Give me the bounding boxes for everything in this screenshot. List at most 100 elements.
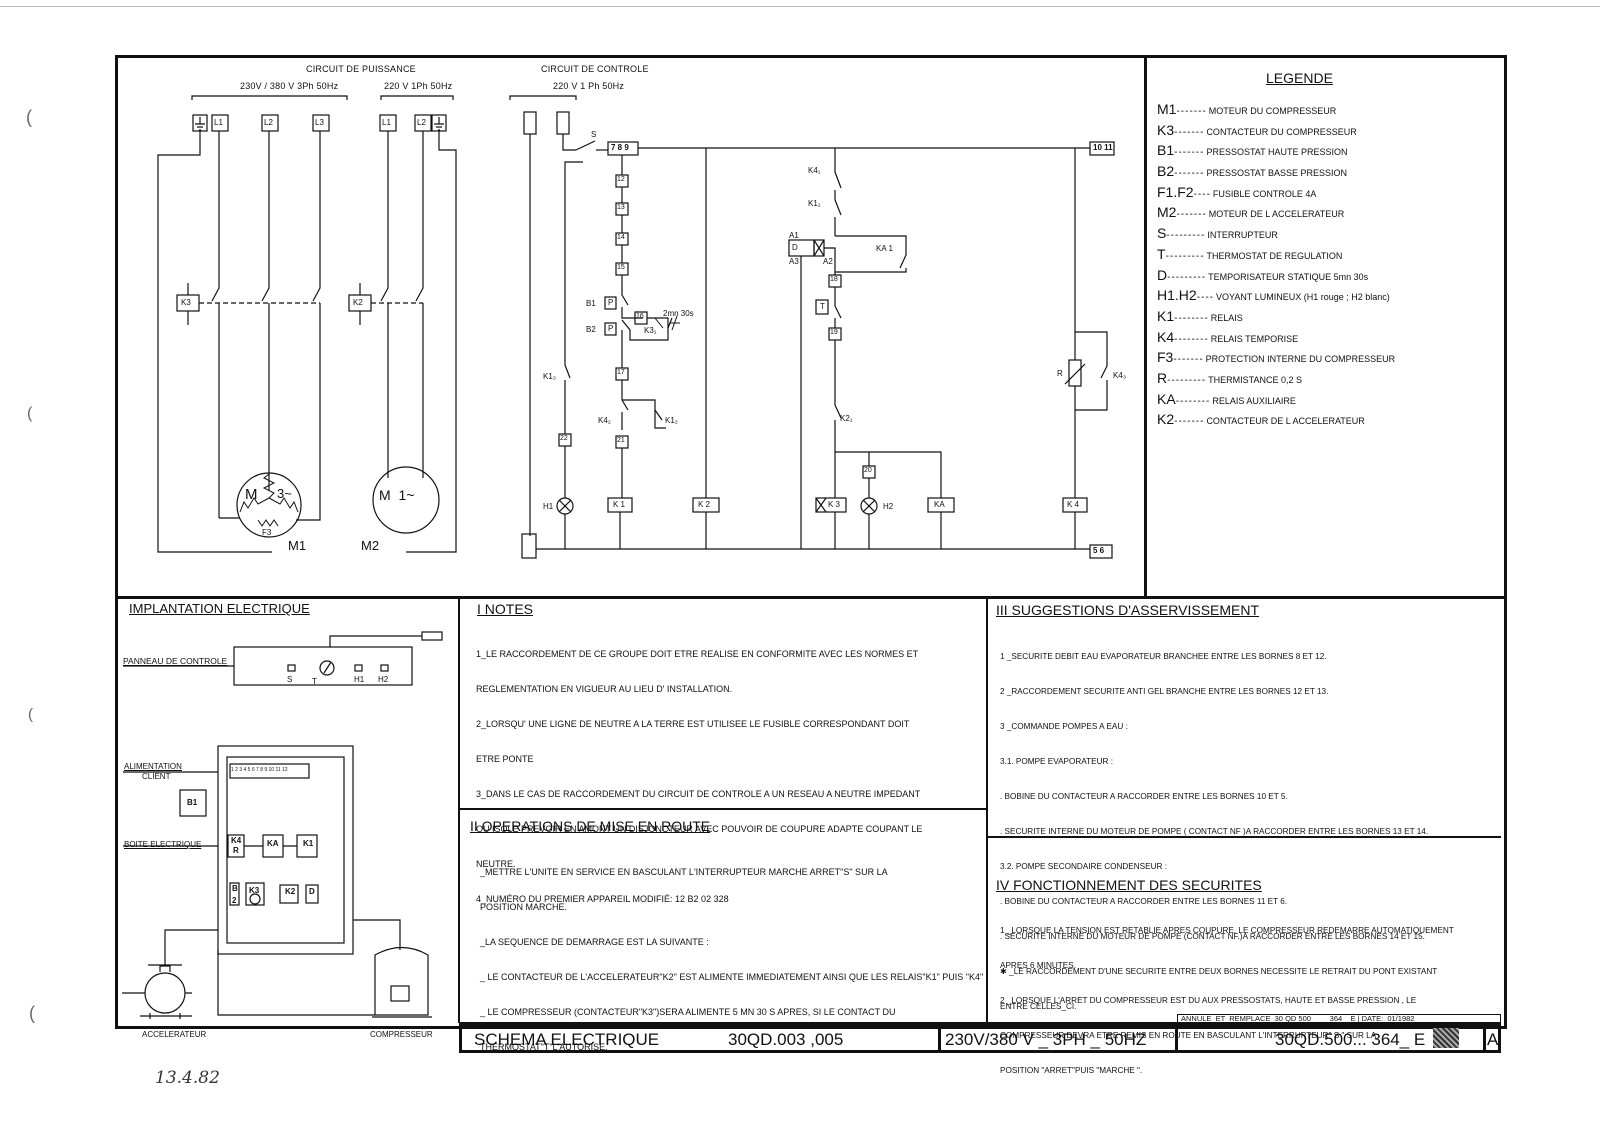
- motor-m1-protection: F3: [262, 528, 272, 537]
- suggestions-line: . SECURITE INTERNE DU MOTEUR DE POMPE (C…: [1000, 932, 1425, 941]
- handwritten-date: 13.4.82: [155, 1068, 220, 1088]
- divider-ops: [459, 808, 987, 810]
- terminal-13: 13: [617, 204, 625, 211]
- motor-m1-phase: 3~: [277, 486, 292, 501]
- suggestions-line: 3.2. POMPE SECONDAIRE CONDENSEUR :: [1000, 862, 1167, 871]
- top-edge-line: [0, 6, 1600, 7]
- compressor-label: COMPRESSEUR: [370, 1030, 433, 1039]
- legend-symbol: H1.H2: [1157, 287, 1197, 304]
- legend-symbol: KA: [1157, 390, 1176, 407]
- legend-text: RELAIS: [1210, 312, 1243, 323]
- legend-symbol: B1: [1157, 142, 1175, 159]
- box-b2-b: B: [232, 884, 238, 893]
- title-block-divider-1: [938, 1024, 941, 1053]
- terminal-18: 18: [830, 276, 838, 283]
- contact-ka1: KA 1: [876, 244, 893, 253]
- lamp-h1: H1: [543, 502, 554, 511]
- legend-symbol: F1.F2: [1157, 183, 1194, 200]
- timer-a3: A3: [789, 257, 799, 266]
- legend-symbol: R: [1157, 369, 1168, 386]
- terminal-20: 20: [864, 467, 872, 474]
- terminal-l3: L3: [315, 118, 324, 127]
- outer-frame: [115, 55, 1507, 1029]
- legend-row: H1.H2----VOYANT LUMINEUX (H1 rouge ; H2 …: [1157, 287, 1390, 304]
- timer-a2: A2: [823, 257, 833, 266]
- coil-k1: K 1: [613, 500, 626, 509]
- divider-legend: [1144, 55, 1147, 597]
- supply-client-2: CLIENT: [142, 772, 171, 781]
- panel-h2: H2: [378, 675, 389, 684]
- legend-text: PROTECTION INTERNE DU COMPRESSEUR: [1205, 354, 1396, 365]
- box-d: D: [309, 887, 315, 896]
- operations-line: THERMOSTAT"T"L'AUTORISE.: [480, 1042, 608, 1052]
- legend-row: F1.F2----FUSIBLE CONTROLE 4A: [1157, 183, 1317, 200]
- contact-k43: K4₃: [1113, 371, 1127, 380]
- legend-row: M1-------MOTEUR DU COMPRESSEUR: [1157, 101, 1337, 117]
- coil-k2: K 2: [698, 500, 711, 509]
- legend-symbol: T: [1157, 245, 1166, 262]
- contact-k31: K3₁: [644, 326, 657, 335]
- box-k1: K1: [303, 839, 314, 848]
- contactor-k2-label: K2: [353, 298, 363, 307]
- legend-text: RELAIS TEMPORISE: [1210, 333, 1299, 344]
- notes-line: ETRE PONTE: [476, 754, 534, 764]
- notes-body: 1_LE RACCORDEMENT DE CE GROUPE DOIT ETRE…: [476, 628, 922, 926]
- legend-title: LEGENDE: [1266, 70, 1333, 86]
- divider-horizontal: [115, 596, 1504, 599]
- implantation-title: IMPLANTATION ELECTRIQUE: [129, 601, 310, 616]
- legend-text: THERMOSTAT DE REGULATION: [1206, 250, 1343, 261]
- legend-row: B2-------PRESSOSTAT BASSE PRESSION: [1157, 163, 1347, 180]
- fonctionnement-body: 1 _LORSQUE LA TENSION EST RETABLIE APRES…: [1000, 904, 1454, 1097]
- fonctionnement-line: COMPRESSEUR DEVRA ETRE REMIS EN ROUTE EN…: [1000, 1031, 1377, 1040]
- operations-body: _METTRE L'UNITE EN SERVICE EN BASCULANT …: [480, 846, 983, 1074]
- suggestions-line: 1 _SECURITE DEBIT EAU EVAPORATEUR BRANCH…: [1000, 652, 1327, 661]
- legend-row: K1--------RELAIS: [1157, 307, 1243, 324]
- fonctionnement-line: 1 _LORSQUE LA TENSION EST RETABLIE APRES…: [1000, 926, 1454, 935]
- legend-row: T---------THERMOSTAT DE REGULATION: [1157, 245, 1343, 262]
- annule-box: [1177, 1014, 1501, 1025]
- implantation-drawing: [122, 631, 443, 1019]
- notes-title: I NOTES: [477, 601, 534, 617]
- terminal-17: 17: [617, 369, 625, 376]
- legend-symbol: K3: [1157, 121, 1175, 138]
- thermostat-t: T: [820, 302, 825, 311]
- legend-text: FUSIBLE CONTROLE 4A: [1212, 188, 1317, 199]
- pressostat-b2-label: B2: [586, 325, 596, 334]
- notes-line: 2_LORSQU' UNE LIGNE DE NEUTRE A LA TERRE…: [476, 719, 910, 729]
- control-circuit-title: CIRCUIT DE CONTROLE: [541, 64, 649, 74]
- terminal-15: 15: [617, 264, 625, 271]
- legend-row: S---------INTERRUPTEUR: [1157, 225, 1278, 242]
- legend-row: B1-------PRESSOSTAT HAUTE PRESSION: [1157, 142, 1348, 159]
- suggestions-body: 1 _SECURITE DEBIT EAU EVAPORATEUR BRANCH…: [1000, 630, 1437, 1033]
- delay-label: 2mn 30s: [663, 309, 694, 318]
- box-ka: KA: [267, 839, 279, 848]
- terminal-strip-label: 1 2 3 4 5 6 7 8 9 10 11 12: [231, 767, 288, 773]
- suggestions-line: 2 _RACCORDEMENT SECURITE ANTI GEL BRANCH…: [1000, 687, 1329, 696]
- power-supply-left: 230V / 380 V 3Ph 50Hz: [240, 81, 339, 91]
- panel-h1: H1: [354, 675, 365, 684]
- suggestions-title: III SUGGESTIONS D'ASSERVISSEMENT: [996, 602, 1260, 618]
- legend-text: VOYANT LUMINEUX (H1 rouge ; H2 blanc): [1216, 292, 1390, 303]
- margin-mark: (: [27, 405, 33, 422]
- motor-m2-name: M2: [361, 538, 380, 553]
- legend-row: KA--------RELAIS AUXILIAIRE: [1157, 390, 1296, 407]
- legend-text: MOTEUR DU COMPRESSEUR: [1208, 106, 1337, 116]
- supply-client-1: ALIMENTATION: [124, 762, 182, 771]
- pressostat-b1-p: P: [608, 298, 614, 307]
- title-block-divider-3: [1483, 1024, 1486, 1053]
- terminal-1011: 10 11: [1093, 143, 1113, 152]
- switch-s-label: S: [591, 130, 597, 139]
- legend-symbol: F3: [1157, 349, 1174, 366]
- legend-symbol: D: [1157, 266, 1168, 283]
- notes-line: OU ISOLE PREVOIR EN AMONT UN DISJONCTEUR…: [476, 824, 923, 834]
- schema-models: 30QD.003 ,005: [728, 1030, 844, 1049]
- notes-line: 1_LE RACCORDEMENT DE CE GROUPE DOIT ETRE…: [476, 649, 919, 659]
- legend-symbol: K4: [1157, 328, 1175, 345]
- legend-text: MOTEUR DE L ACCELERATEUR: [1208, 209, 1345, 220]
- terminal-14: 14: [617, 234, 625, 241]
- contact-k13: K1₃: [543, 372, 557, 381]
- pressostat-b2-p: P: [608, 324, 614, 333]
- box-b2-2: 2: [232, 896, 237, 905]
- suggestions-line: ENTRE CELLES_CI.: [1000, 1002, 1077, 1011]
- box-b1: B1: [187, 798, 198, 807]
